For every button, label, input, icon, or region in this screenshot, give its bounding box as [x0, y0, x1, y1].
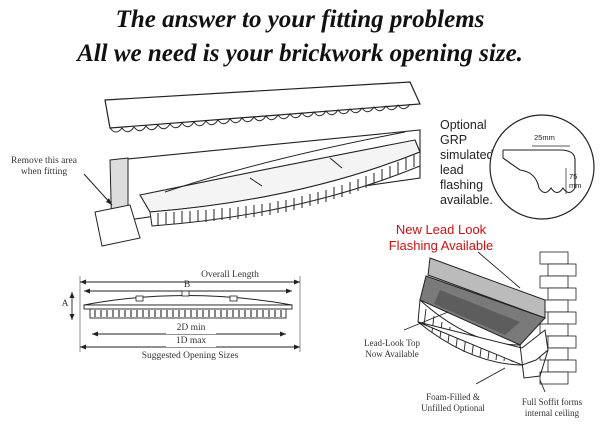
flashing-line-5: available.	[440, 193, 493, 207]
foam-filled-line-1: Foam-Filled &	[426, 392, 480, 402]
lead-look-top-line-1: Lead-Look Top	[364, 338, 420, 348]
b-dimension-label: B	[183, 280, 191, 290]
flashing-line-4: flashing	[440, 178, 484, 192]
headline-line-2: All we need is your brickwork opening si…	[77, 40, 523, 67]
min-dimension-label: 2D min	[166, 323, 216, 334]
foam-filled-line-2: Unfilled Optional	[421, 403, 485, 413]
headline-line-1: The answer to your fitting problems	[115, 6, 485, 33]
lead-look-top-label: Lead-Look Top Now Available	[352, 338, 432, 360]
flashing-line-3: lead	[440, 163, 464, 177]
flashing-line-1: Optional GRP	[440, 118, 487, 147]
new-lead-look-notice: New Lead Look Flashing Available	[366, 222, 516, 254]
flashing-line-2: simulated	[440, 148, 494, 162]
flashing-height-dimension: 75 mm	[569, 172, 582, 190]
remove-area-line-2: when fitting	[20, 167, 68, 177]
new-lead-line-1: New Lead Look	[395, 222, 487, 237]
flashing-callout-text: Optional GRP simulated lead flashing ava…	[440, 118, 516, 208]
full-soffit-label: Full Soffit forms internal ceiling	[506, 397, 598, 419]
foam-filled-label: Foam-Filled & Unfilled Optional	[408, 392, 498, 414]
flashing-height-unit: mm	[569, 181, 582, 190]
flashing-width-dimension: 25mm	[534, 133, 555, 142]
remove-area-line-1: Remove this area	[11, 156, 77, 166]
lead-look-top-line-2: Now Available	[365, 349, 419, 359]
full-soffit-line-2: internal ceiling	[524, 408, 580, 418]
flashing-height-value: 75	[569, 172, 578, 181]
opening-sizes-caption: Suggested Opening Sizes	[141, 351, 239, 361]
remove-area-label: Remove this area when fitting	[2, 156, 86, 178]
full-soffit-line-1: Full Soffit forms	[521, 397, 583, 407]
max-dimension-label: 1D max	[166, 336, 216, 347]
a-dimension-label: A	[61, 299, 69, 309]
overall-length-label: Overall Length	[201, 270, 259, 280]
new-lead-line-2: Flashing Available	[388, 238, 494, 253]
